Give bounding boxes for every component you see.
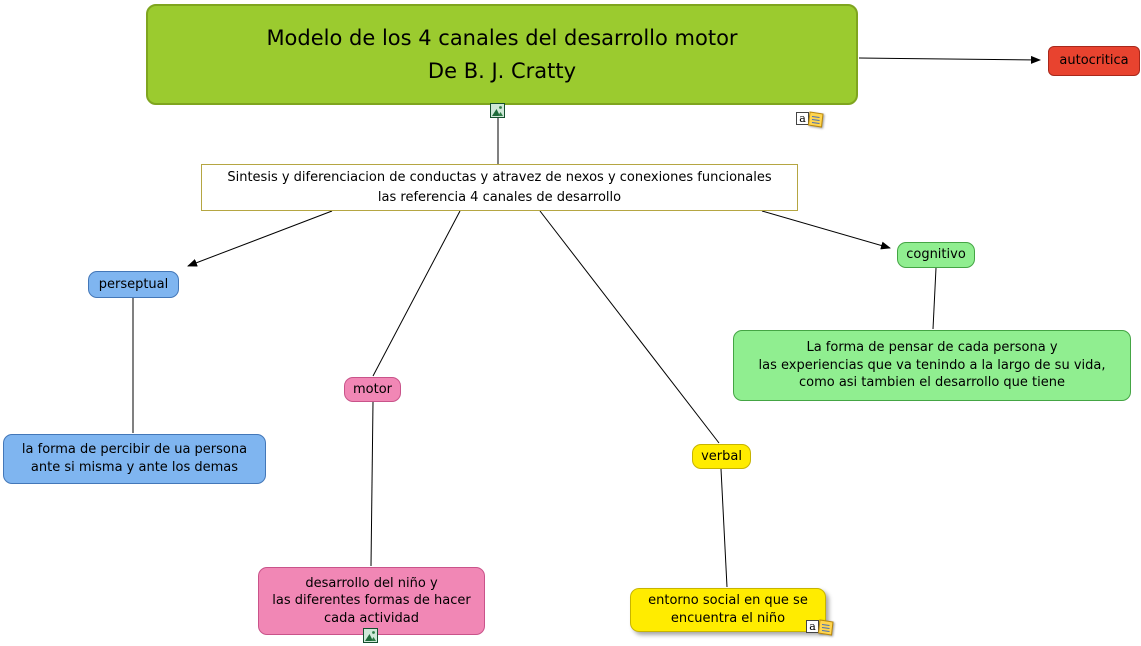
letter-a-glyph: a (806, 620, 819, 633)
letter-a-glyph: a (796, 112, 809, 125)
verbal-description-label: entorno social en que se encuentra el ni… (648, 593, 808, 626)
node-verbal[interactable]: verbal (692, 444, 751, 469)
motor-description-label: desarrollo del niño y las diferentes for… (272, 575, 471, 626)
edge-title-to-autocritica (858, 55, 1041, 64)
node-sintesis-linking-phrase[interactable]: Sintesis y diferenciacion de conductas y… (201, 164, 798, 211)
text-resource-icon[interactable]: a (806, 617, 836, 636)
edge-motor-to-description (370, 401, 374, 567)
node-perseptual[interactable]: perseptual (88, 271, 179, 298)
node-cognitivo-description[interactable]: La forma de pensar de cada persona y las… (733, 330, 1131, 401)
motor-label: motor (352, 381, 392, 397)
edge-verbal-to-description (720, 468, 728, 588)
sintesis-label: Sintesis y diferenciacion de conductas y… (227, 170, 772, 205)
edge-cognitivo-to-description (932, 267, 937, 330)
verbal-label: verbal (701, 448, 742, 464)
note-glyph (818, 618, 834, 636)
image-resource-icon[interactable] (363, 628, 378, 643)
autocritica-label: autocritica (1059, 53, 1129, 69)
node-main-title[interactable]: Modelo de los 4 canales del desarrollo m… (146, 4, 858, 105)
perseptual-label: perseptual (98, 276, 169, 292)
edge-sintesis-to-motor (372, 210, 461, 377)
image-glyph (491, 104, 504, 117)
image-resource-icon[interactable] (490, 103, 505, 118)
edge-sintesis-to-cognitivo (761, 210, 891, 250)
main-title-label: Modelo de los 4 canales del desarrollo m… (266, 25, 738, 83)
node-autocritica[interactable]: autocritica (1048, 46, 1140, 76)
node-verbal-description[interactable]: entorno social en que se encuentra el ni… (630, 588, 826, 632)
node-perseptual-description[interactable]: la forma de percibir de ua persona ante … (3, 434, 266, 484)
image-glyph (364, 629, 377, 642)
node-motor-description[interactable]: desarrollo del niño y las diferentes for… (258, 567, 485, 635)
node-motor[interactable]: motor (344, 377, 401, 402)
note-glyph (808, 110, 824, 128)
edge-sintesis-to-verbal (539, 210, 720, 444)
edge-sintesis-to-perseptual (187, 210, 333, 267)
node-cognitivo[interactable]: cognitivo (897, 242, 975, 268)
cognitivo-label: cognitivo (906, 247, 966, 263)
text-resource-icon[interactable]: a (796, 109, 826, 128)
perseptual-description-label: la forma de percibir de ua persona ante … (21, 442, 248, 475)
cognitivo-description-label: La forma de pensar de cada persona y las… (758, 340, 1106, 391)
